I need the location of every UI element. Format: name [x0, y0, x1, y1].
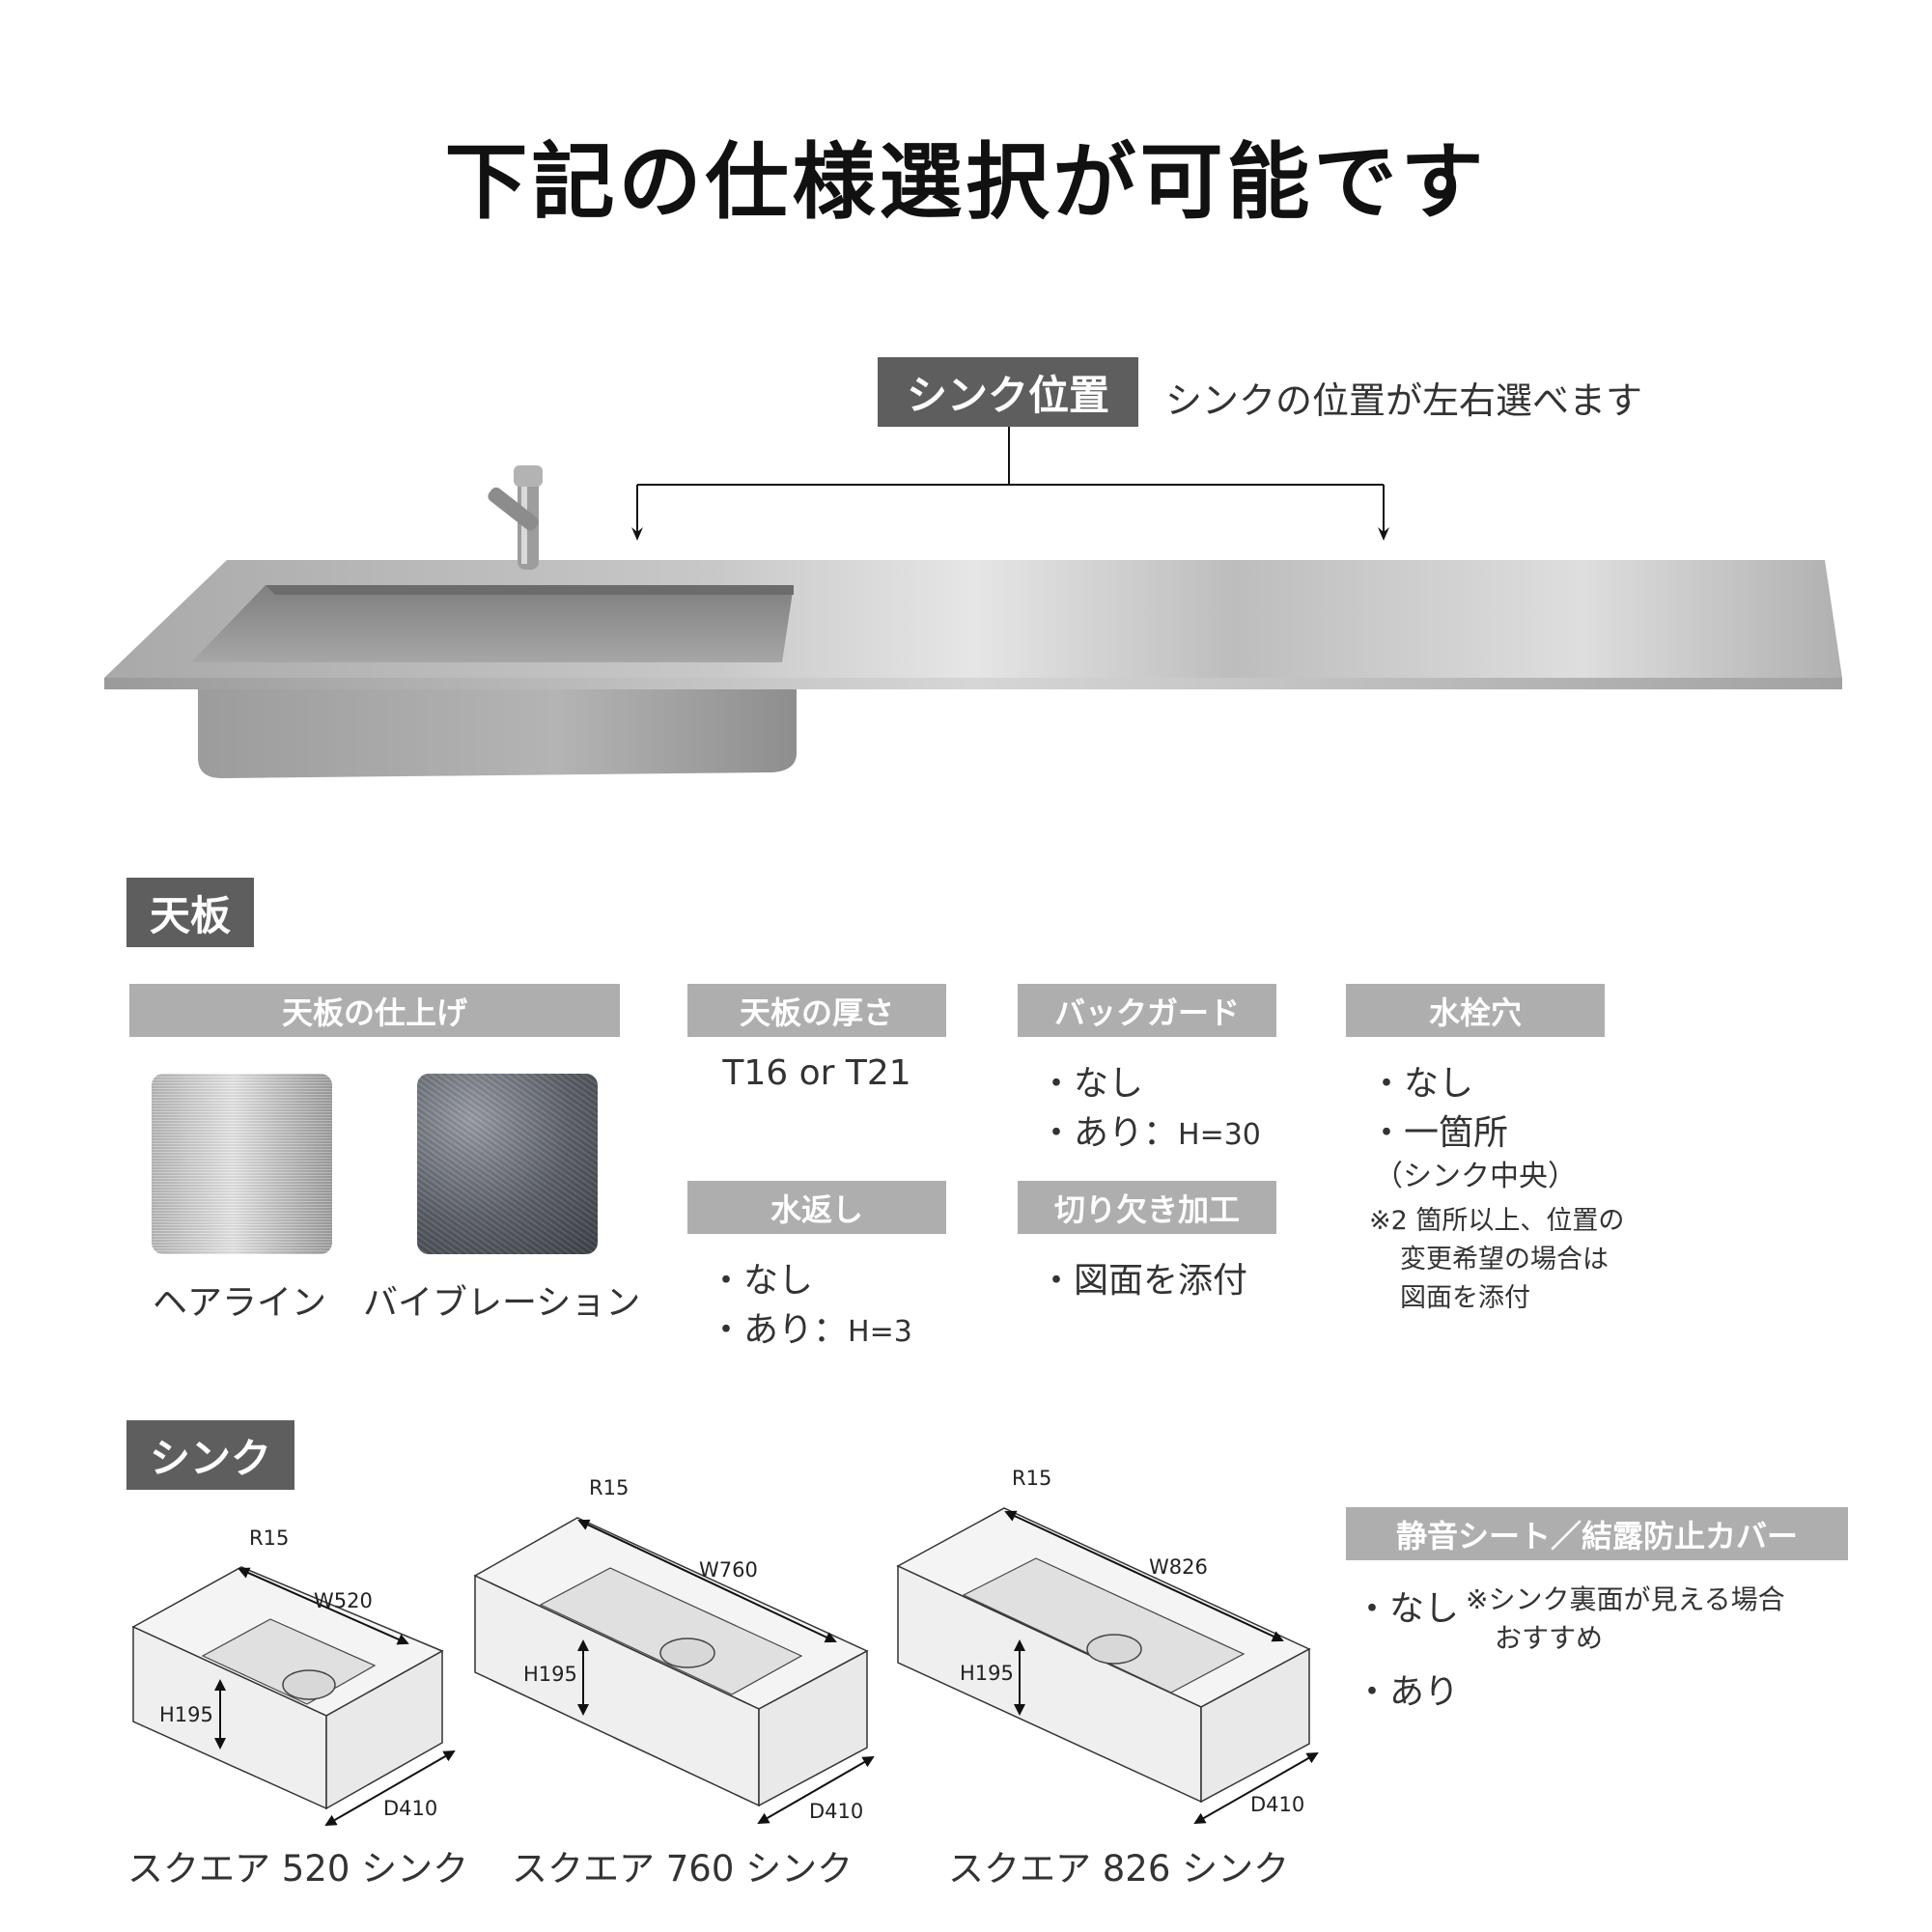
countertop-illustration [104, 465, 1842, 778]
sink-520-h: H195 [159, 1703, 213, 1726]
sink-section-label: シンク [126, 1420, 294, 1490]
faucet-hole-note-2: 変更希望の場合は [1400, 1245, 1609, 1274]
backguard-header: バックガード [1018, 984, 1276, 1037]
sink-826-d: D410 [1250, 1793, 1304, 1816]
thickness-header: 天板の厚さ [687, 984, 946, 1037]
cover-note-1: ※シンク裏面が見える場合 [1466, 1583, 1785, 1615]
sink-520-w: W520 [314, 1589, 373, 1612]
sink-760-w: W760 [699, 1558, 758, 1582]
drip-edge-option-yes: ・あり：H=3 [709, 1310, 912, 1350]
page-title: 下記の仕様選択が可能です [444, 134, 1488, 231]
faucet-hole-sub: （シンク中央） [1374, 1160, 1577, 1193]
sink-caption-760: スクエア 760 シンク [512, 1848, 854, 1890]
thickness-value: T16 or T21 [722, 1053, 911, 1093]
backguard-option-none: ・なし [1039, 1064, 1144, 1104]
vibration-swatch [417, 1074, 598, 1254]
finish-header: 天板の仕上げ [129, 984, 620, 1037]
countertop-section-label: 天板 [126, 878, 254, 947]
sink-760-d: D410 [809, 1800, 863, 1823]
sink-760-h: H195 [523, 1663, 577, 1686]
sink-caption-520: スクエア 520 シンク [127, 1848, 469, 1890]
finish-option-hairline: ヘアライン [153, 1283, 327, 1323]
sink-826-h: H195 [960, 1662, 1014, 1685]
cover-header: 静音シート／結露防止カバー [1346, 1507, 1848, 1560]
sink-diagram-520: R15 W520 H195 D410 [131, 1526, 456, 1826]
sink-position-label: シンク位置 [878, 357, 1138, 427]
hairline-swatch [152, 1074, 332, 1254]
sink-position-description: シンクの位置が左右選べます [1165, 379, 1643, 422]
finish-option-vibration: バイブレーション [363, 1283, 641, 1323]
faucet-hole-option-none: ・なし [1369, 1064, 1474, 1104]
sink-position-arrows [631, 427, 1389, 541]
backguard-option-yes: ・あり：H=30 [1039, 1113, 1261, 1153]
cutout-header: 切り欠き加工 [1018, 1181, 1276, 1234]
cover-note-2: おすすめ [1495, 1622, 1604, 1654]
faucet-hole-note-1: ※2 箇所以上、位置の [1369, 1206, 1625, 1236]
faucet-hole-header: 水栓穴 [1346, 984, 1605, 1037]
sink-diagram-826: R15 W826 H195 D410 [896, 1467, 1319, 1824]
sink-826-w: W826 [1149, 1555, 1208, 1579]
sink-diagram-760: R15 W760 H195 D410 [473, 1476, 875, 1824]
sink-520-r: R15 [249, 1526, 289, 1550]
faucet-hole-option-one: ・一箇所 [1369, 1113, 1509, 1153]
sink-760-r: R15 [589, 1476, 629, 1499]
sink-520-d: D410 [383, 1797, 437, 1820]
cutout-option-drawing: ・図面を添付 [1039, 1261, 1248, 1301]
cover-option-none: ・なし [1355, 1589, 1460, 1629]
faucet-hole-note-3: 図面を添付 [1400, 1283, 1530, 1313]
sink-826-r: R15 [1012, 1467, 1051, 1490]
drip-edge-header: 水返し [687, 1181, 946, 1234]
cover-option-yes: ・あり [1355, 1672, 1460, 1712]
drip-edge-option-none: ・なし [709, 1261, 814, 1301]
sink-caption-826: スクエア 826 シンク [948, 1848, 1290, 1890]
